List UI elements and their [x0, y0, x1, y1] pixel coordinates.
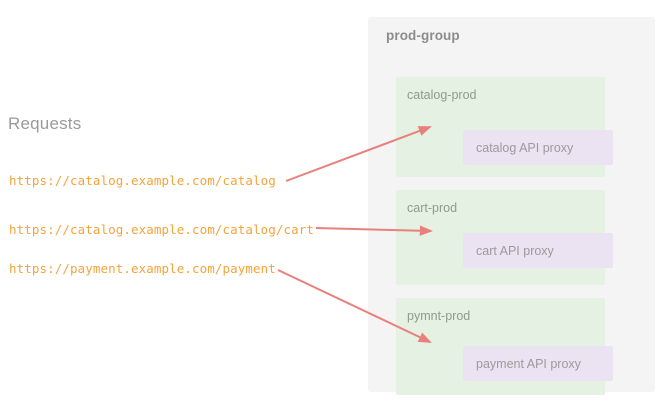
prod-group-title: prod-group: [386, 28, 460, 43]
request-url-catalog: https://catalog.example.com/catalog: [9, 173, 276, 188]
request-url-payment: https://payment.example.com/payment: [9, 261, 276, 276]
environment-box-catalog-prod: catalog-prod catalog API proxy: [396, 77, 613, 177]
requests-heading: Requests: [8, 114, 82, 133]
proxy-label-payment-api-proxy: payment API proxy: [476, 356, 581, 371]
proxy-label-cart-api-proxy: cart API proxy: [476, 243, 554, 258]
proxy-box-payment-api-proxy: payment API proxy: [463, 346, 613, 381]
environment-box-pymnt-prod: pymnt-prod payment API proxy: [396, 298, 613, 395]
environment-box-cart-prod: cart-prod cart API proxy: [396, 190, 613, 285]
prod-group-panel: prod-group catalog-prod catalog API prox…: [368, 17, 655, 395]
request-url-catalog-cart: https://catalog.example.com/catalog/cart: [9, 222, 315, 237]
environment-title-pymnt-prod: pymnt-prod: [407, 309, 471, 323]
environment-title-catalog-prod: catalog-prod: [407, 88, 477, 102]
proxy-box-cart-api-proxy: cart API proxy: [463, 233, 613, 268]
proxy-box-catalog-api-proxy: catalog API proxy: [463, 130, 613, 165]
environment-title-cart-prod: cart-prod: [407, 201, 458, 215]
proxy-label-catalog-api-proxy: catalog API proxy: [476, 140, 574, 155]
